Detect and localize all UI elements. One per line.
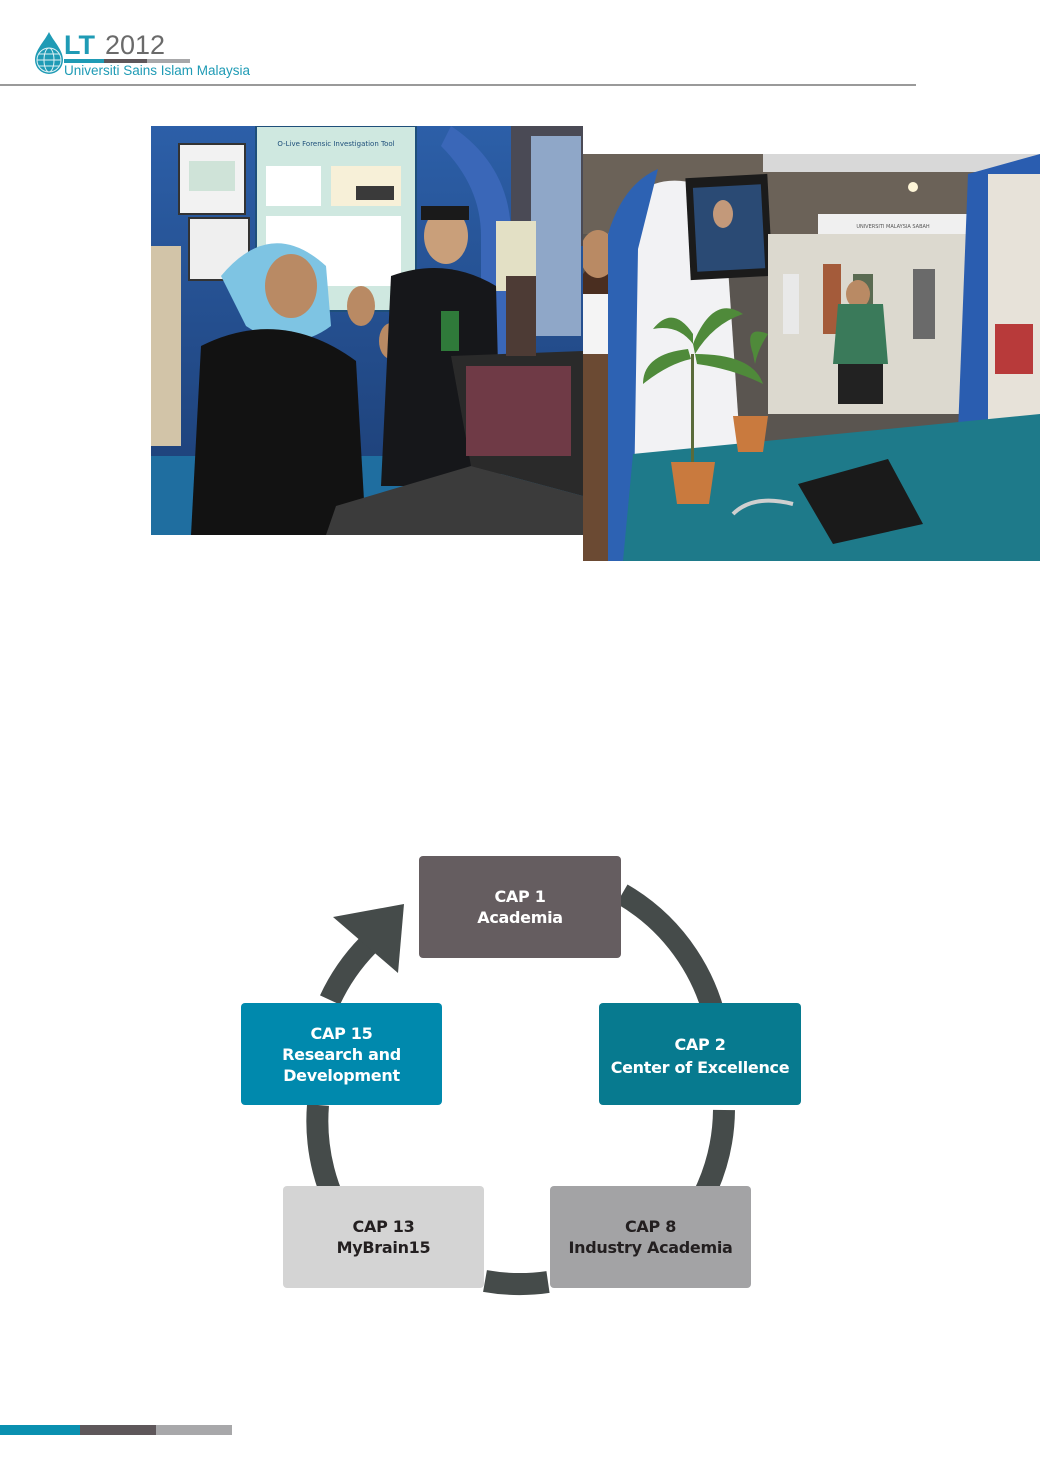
cap-cycle-diagram: CAP 1 Academia CAP 2 Center of Excellenc… xyxy=(0,840,1040,1310)
cycle-arrowhead xyxy=(333,904,404,973)
cap1-box: CAP 1 Academia xyxy=(419,856,621,958)
exhibition-photo-left: O-Live Forensic Investigation Tool xyxy=(151,126,583,535)
footer-bar-light xyxy=(156,1425,232,1435)
cap13-label: MyBrain15 xyxy=(336,1238,431,1257)
logo-year-text: 2012 xyxy=(105,30,166,60)
cap13-box: CAP 13 MyBrain15 xyxy=(283,1186,484,1288)
cap15-number: CAP 15 xyxy=(310,1023,373,1043)
cap2-label: Center of Excellence xyxy=(610,1058,790,1077)
cap2-box: CAP 2 Center of Excellence xyxy=(599,1003,801,1105)
cap15-box: CAP 15 Research and Development xyxy=(241,1003,442,1105)
logo-color-bars xyxy=(64,59,190,63)
cap8-label: Industry Academia xyxy=(568,1238,733,1257)
logo-lt-text: LT xyxy=(64,30,95,60)
header-divider xyxy=(0,84,916,86)
cap1-label: Academia xyxy=(477,908,563,927)
footer-color-bars xyxy=(0,1425,232,1435)
cap15-label-line1: Research and xyxy=(282,1044,401,1064)
footer-bar-dark xyxy=(80,1425,156,1435)
booth-banner: UNIVERSITI MALAYSIA SABAH xyxy=(856,224,930,230)
logo-subtitle: Universiti Sains Islam Malaysia xyxy=(64,63,251,78)
cap8-number: CAP 8 xyxy=(624,1217,677,1236)
cap15-label-line2: Development xyxy=(283,1065,400,1085)
footer-bar-teal xyxy=(0,1425,80,1435)
cap13-number: CAP 13 xyxy=(352,1217,415,1236)
exhibition-photo-right: UNIVERSITI MALAYSIA SABAH xyxy=(583,154,1040,561)
cap2-number: CAP 2 xyxy=(674,1035,726,1054)
poster-title: O-Live Forensic Investigation Tool xyxy=(277,140,394,148)
page-header: LT 2012 Universiti Sains Islam Malaysia xyxy=(0,0,1040,90)
cap1-number: CAP 1 xyxy=(494,887,546,906)
lt2012-logo: LT 2012 Universiti Sains Islam Malaysia xyxy=(34,30,274,80)
cap8-box: CAP 8 Industry Academia xyxy=(550,1186,751,1288)
globe-drop-icon xyxy=(35,32,63,74)
